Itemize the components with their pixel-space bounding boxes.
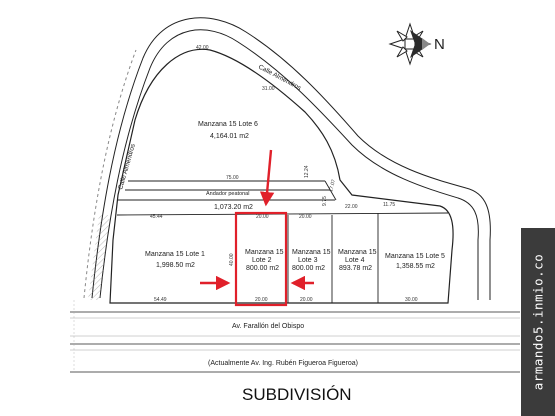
hatched-strip xyxy=(88,215,110,300)
block-outline xyxy=(109,48,454,304)
highlight-arrows xyxy=(200,149,314,291)
dim-9-75: 9.75 xyxy=(322,196,328,206)
lot-4: Manzana 15 Lote 4 893.78 m2 xyxy=(338,249,377,272)
north-arrow-icon xyxy=(388,22,432,66)
lot-2-area: 800.00 m2 xyxy=(246,265,279,272)
dim-31: 31.00 xyxy=(262,86,275,92)
lot-4-name-b: Lote 4 xyxy=(345,257,365,264)
dim-40: 40.00 xyxy=(229,253,235,266)
street-label-avenue-note: (Actualmente Av. Ing. Rubén Figueroa Fig… xyxy=(208,360,358,367)
dim-42: 42.00 xyxy=(196,45,209,51)
andador-peatonal: Andador peatonal 1,073.20 m2 xyxy=(206,191,253,211)
dim-17-07: 17.07 xyxy=(328,179,337,193)
watermark-banner: armando5.inmio.co xyxy=(521,228,555,416)
lot-2: Manzana 15 Lote 2 800.00 m2 xyxy=(245,249,284,272)
watermark-text: armando5.inmio.co xyxy=(530,253,546,391)
lot-5-name: Manzana 15 Lote 5 xyxy=(385,253,445,260)
dim-45-44: 45.44 xyxy=(150,214,163,220)
dim-20-top3: 20.00 xyxy=(299,214,312,220)
north-label: N xyxy=(434,36,445,53)
lot-3-area: 800.00 m2 xyxy=(292,265,325,272)
lot-2-name-a: Manzana 15 xyxy=(245,249,284,256)
lot-divisions xyxy=(116,180,449,303)
calle-almendros-street xyxy=(83,17,491,300)
lot-3-name-a: Manzana 15 xyxy=(292,249,331,256)
dim-12-24: 12.24 xyxy=(304,165,310,178)
lot-4-area: 893.78 m2 xyxy=(339,265,372,272)
street-label-avenue: Av. Farallón del Obispo xyxy=(232,323,304,330)
dim-22: 22.00 xyxy=(345,204,358,210)
dim-54-49: 54.49 xyxy=(154,297,167,303)
lot-2-highlight xyxy=(234,211,288,307)
lot-4-name-a: Manzana 15 xyxy=(338,249,377,256)
dim-30: 30.00 xyxy=(405,297,418,303)
lot-6: Manzana 15 Lote 6 4,164.01 m2 xyxy=(198,121,258,140)
dim-20-bottom: 20.00 xyxy=(255,297,268,303)
andador-name: Andador peatonal xyxy=(206,191,249,197)
lot-1-area: 1,998.50 m2 xyxy=(156,262,195,269)
lot-1: Manzana 15 Lote 1 1,998.50 m2 xyxy=(145,251,205,269)
lot-5: Manzana 15 Lote 5 1,358.55 m2 xyxy=(385,253,445,270)
lot-3-name-b: Lote 3 xyxy=(298,257,318,264)
avenue-lines xyxy=(70,300,520,373)
lot-5-area: 1,358.55 m2 xyxy=(396,263,435,270)
lot-3: Manzana 15 Lote 3 800.00 m2 xyxy=(292,249,331,272)
lot-6-area: 4,164.01 m2 xyxy=(210,133,249,140)
lot-2-name-b: Lote 2 xyxy=(252,257,272,264)
lot-1-name: Manzana 15 Lote 1 xyxy=(145,251,205,258)
dim-20-top: 20.00 xyxy=(256,214,269,220)
arrow-down xyxy=(259,149,275,207)
page-title: SUBDIVISIÓN xyxy=(242,385,352,404)
andador-area: 1,073.20 m2 xyxy=(214,204,253,211)
dimension-labels: 42.00 31.00 75.00 45.44 20.00 20.00 22.0… xyxy=(150,45,418,303)
dim-11-75: 11.75 xyxy=(383,202,395,208)
dim-20-bottom3: 20.00 xyxy=(300,297,313,303)
lot-6-name: Manzana 15 Lote 6 xyxy=(198,121,258,128)
dim-75: 75.00 xyxy=(226,175,239,181)
